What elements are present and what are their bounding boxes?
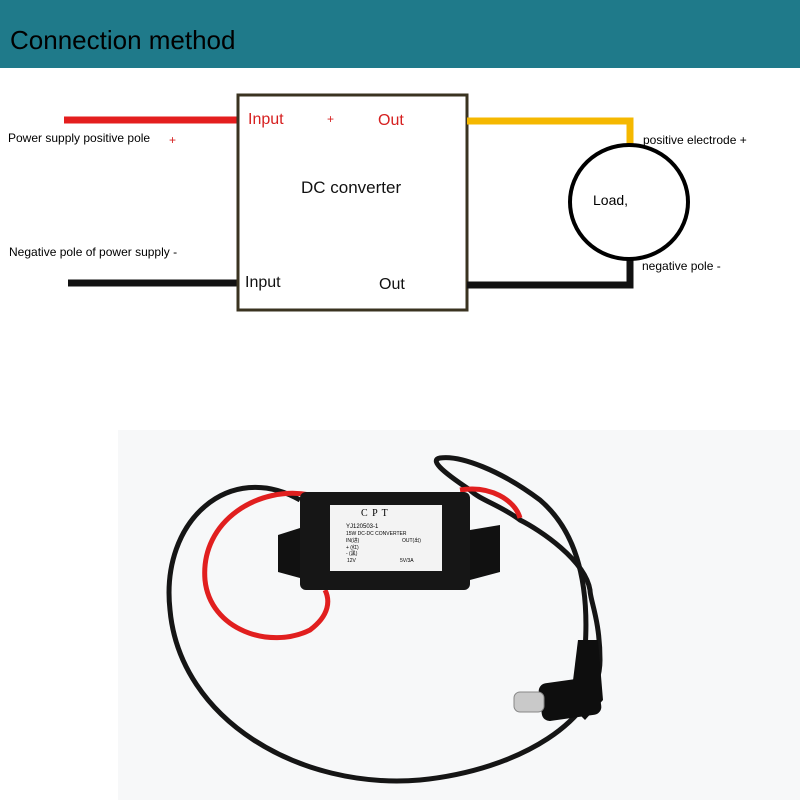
load-positive-label: positive electrode + — [643, 133, 747, 147]
header-bar: Connection method — [0, 0, 800, 68]
positive-output-wire — [467, 117, 634, 147]
photo-label-spec: 15W DC-DC CONVERTER — [346, 531, 407, 537]
converter-out-bottom-label: Out — [379, 276, 405, 293]
converter-label — [330, 505, 442, 571]
load-negative-label: negative pole - — [642, 259, 721, 273]
usb-c-connector — [513, 691, 545, 713]
converter-input-top-label: Input — [248, 111, 284, 128]
usb-c-plug-body — [538, 677, 602, 721]
converter-mount-tabs-right — [470, 525, 500, 580]
converter-plus-sign: + — [327, 112, 335, 126]
converter-mount-tabs — [278, 528, 300, 578]
photo-label-in-voltage: 12V — [347, 558, 356, 564]
photo-label-pos: + (红) — [346, 545, 359, 551]
photo-label-brand: C P T — [361, 508, 389, 519]
source-positive-sign: + — [169, 133, 177, 147]
red-cable-tail — [459, 486, 523, 519]
converter-out-top-label: Out — [378, 112, 404, 129]
black-cable — [166, 484, 603, 784]
photo-label-out: OUT(出) — [402, 538, 421, 544]
converter-photo — [118, 430, 800, 800]
converter-input-bottom-label: Input — [245, 274, 281, 291]
load-circle — [568, 143, 690, 261]
photo-label-in: IN(进) — [346, 538, 360, 544]
source-negative-label: Negative pole of power supply - — [9, 245, 178, 259]
converter-title: DC converter — [301, 178, 402, 197]
load-label: Load, — [593, 192, 629, 208]
black-cable-tail — [433, 455, 589, 651]
photo-label-model: YJ120503-1 — [346, 524, 379, 530]
photo-label-out-voltage: 5V/3A — [400, 558, 414, 564]
photo-label-neg: - (黑) — [346, 551, 358, 557]
page-title: Connection method — [10, 25, 236, 55]
source-positive-label: Power supply positive pole — [8, 131, 151, 145]
converter-box — [236, 93, 469, 312]
red-cable — [202, 490, 331, 641]
negative-output-wire — [467, 258, 634, 289]
